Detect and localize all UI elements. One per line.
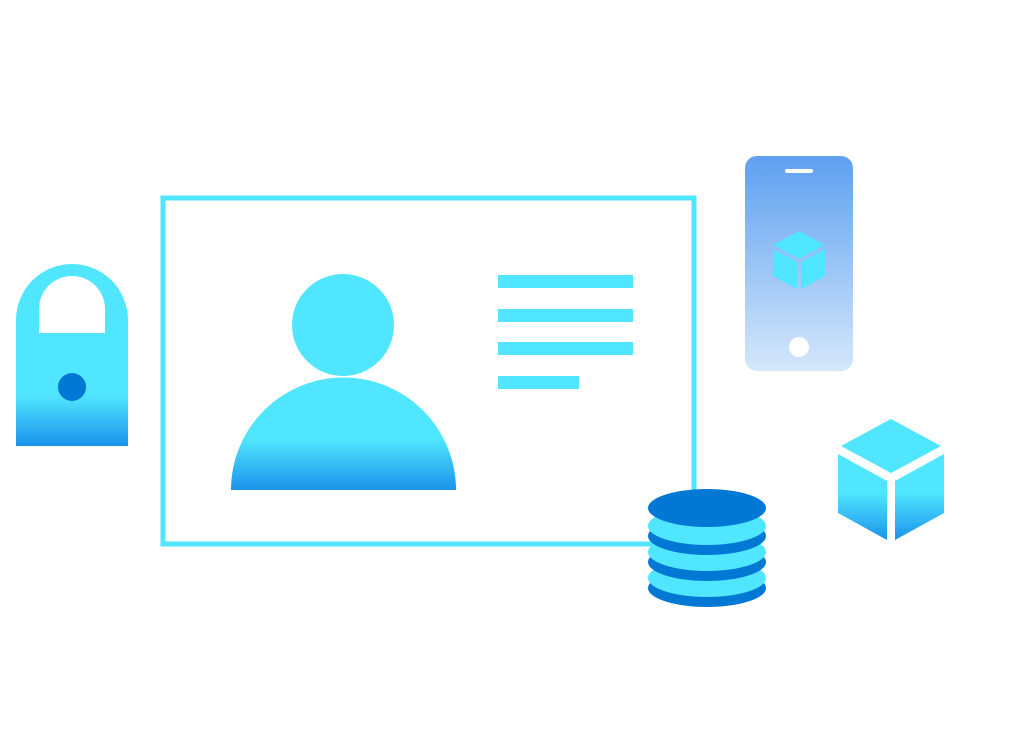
phone-cube-icon	[773, 231, 825, 289]
mobile-phone-icon	[745, 156, 853, 371]
padlock-icon	[16, 264, 128, 446]
cube-icon	[838, 419, 944, 540]
database-icon	[648, 489, 766, 607]
user-avatar-icon	[231, 274, 456, 490]
identity-card-icon	[160, 195, 697, 547]
text-lines-icon	[498, 275, 633, 389]
